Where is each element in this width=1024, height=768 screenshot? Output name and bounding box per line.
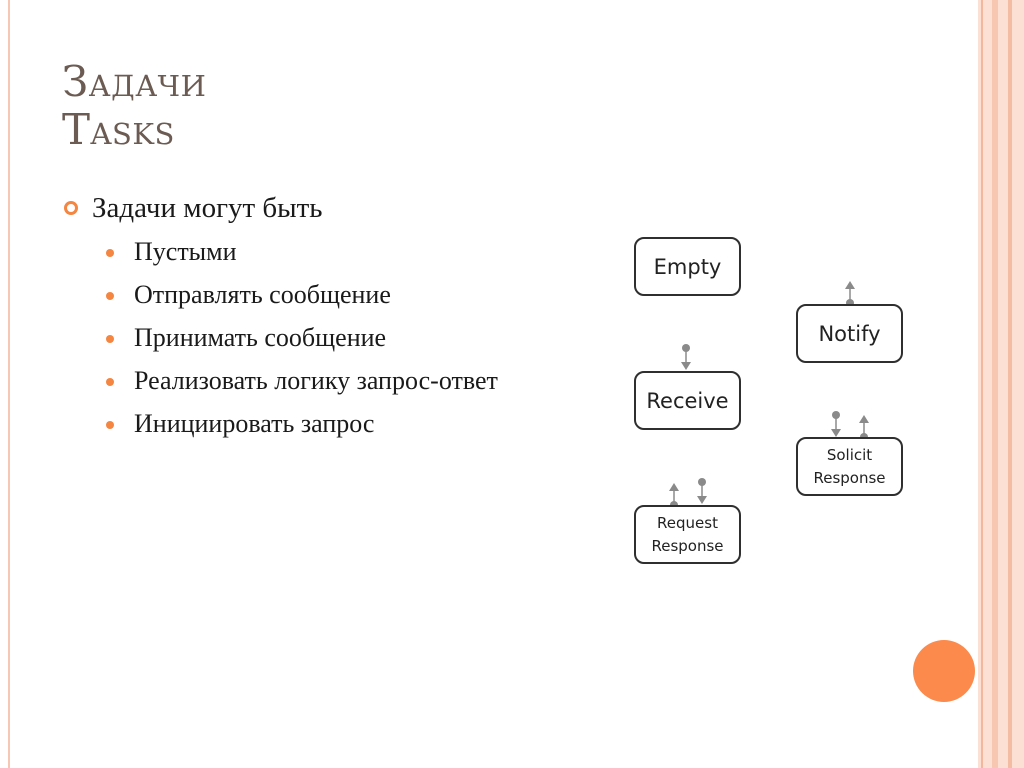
task-notify-label: Notify [818, 321, 881, 346]
dot-bullet-icon [106, 249, 114, 257]
decorative-circle [913, 640, 975, 702]
task-solicit-response: Solicit Response [796, 437, 903, 496]
slide-title: Задачи Tasks [62, 58, 206, 154]
main-bullet: Задачи могут быть [62, 186, 498, 230]
receive-message-marker [681, 344, 691, 370]
sub-bullet-text: Пустыми [134, 237, 237, 266]
sub-bullet-text: Реализовать логику запрос-ответ [134, 366, 498, 395]
title-line-russian: Задачи [62, 57, 207, 106]
right-border-line [981, 0, 983, 768]
task-solicit-label-2: Response [813, 468, 886, 487]
dot-bullet-icon [106, 378, 114, 386]
right-border-band [978, 0, 1024, 768]
task-request-response: Request Response [634, 505, 741, 564]
right-border-line [992, 0, 998, 768]
sub-bullet: Пустыми [62, 230, 498, 273]
bullet-list: Задачи могут быть Пустыми Отправлять соо… [62, 186, 498, 445]
task-request-label-2: Response [651, 536, 724, 555]
sub-bullet: Реализовать логику запрос-ответ [62, 359, 498, 402]
task-empty-label: Empty [653, 254, 722, 279]
right-border-line [1008, 0, 1012, 768]
sub-bullet-text: Инициировать запрос [134, 409, 375, 438]
left-border-line [8, 0, 10, 768]
sub-bullet: Принимать сообщение [62, 316, 498, 359]
task-receive-label: Receive [646, 388, 729, 413]
sub-bullet: Отправлять сообщение [62, 273, 498, 316]
task-receive: Receive [634, 371, 741, 430]
dot-bullet-icon [106, 335, 114, 343]
sub-bullet-text: Отправлять сообщение [134, 280, 391, 309]
task-notify: Notify [796, 304, 903, 363]
sub-bullet-text: Принимать сообщение [134, 323, 387, 352]
sub-bullet: Инициировать запрос [62, 402, 498, 445]
task-request-label-1: Request [657, 513, 718, 532]
dot-bullet-icon [106, 292, 114, 300]
task-empty: Empty [634, 237, 741, 296]
ring-bullet-icon [64, 201, 78, 215]
main-bullet-text: Задачи могут быть [92, 192, 323, 224]
task-solicit-label-1: Solicit [826, 445, 873, 464]
title-line-english: Tasks [62, 105, 175, 154]
request-message-marker [669, 478, 707, 509]
dot-bullet-icon [106, 421, 114, 429]
